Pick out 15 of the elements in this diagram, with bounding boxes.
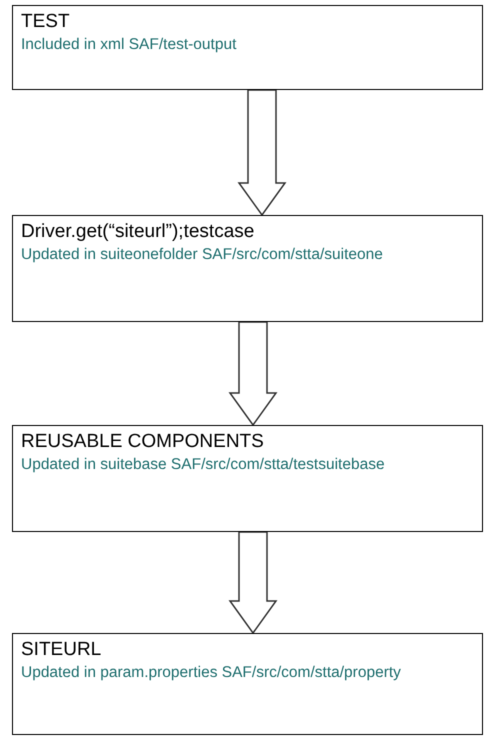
process-box: [12, 633, 483, 735]
process-box: [12, 215, 483, 322]
block-arrow: [228, 531, 278, 634]
box-description: Updated in param.properties SAF/src/com/stta/property: [21, 663, 402, 683]
process-box: [12, 5, 483, 90]
block-arrow: [238, 89, 286, 216]
box-heading: Driver.get(“siteurl”);testcase: [21, 220, 256, 244]
box-description: Updated in suiteonefolder SAF/src/com/stta/suiteone: [21, 245, 384, 265]
box-heading: REUSABLE COMPONENTS: [21, 430, 265, 454]
block-arrow: [228, 321, 278, 426]
box-description: Included in xml SAF/test-output: [21, 35, 238, 55]
box-description: Updated in suitebase SAF/src/com/stta/testsuitebase: [21, 455, 386, 475]
box-heading: TEST: [21, 10, 71, 34]
process-box: [12, 425, 483, 532]
box-heading: SITEURL: [21, 638, 102, 662]
